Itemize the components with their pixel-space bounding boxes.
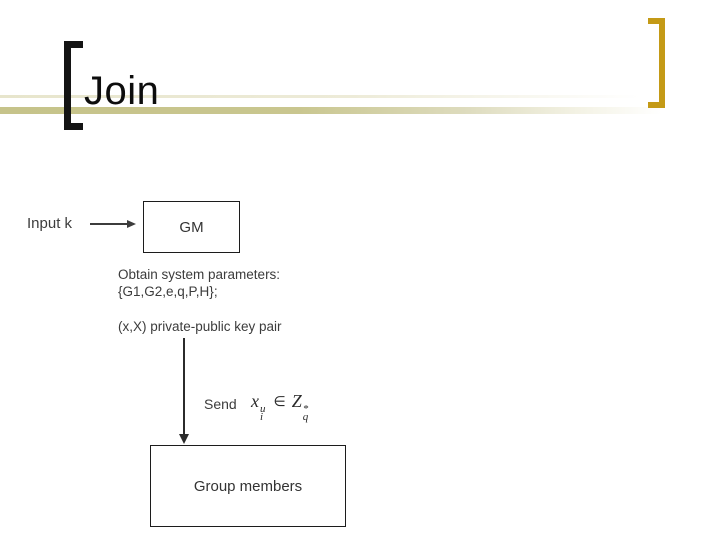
formula-variable-subscript: i — [260, 411, 264, 424]
right-arrow-icon — [127, 220, 136, 228]
formula-variable-superscript: u — [260, 402, 266, 415]
group-members-label: Group members — [193, 477, 303, 495]
group-members-box: Group members — [150, 445, 346, 527]
gm-box-label: GM — [179, 218, 204, 236]
formula-set: Z — [291, 391, 302, 411]
system-parameters-line2: {G1,G2,e,q,P,H}; — [118, 284, 218, 299]
divider-line-faint — [0, 95, 640, 98]
formula-set-scripts: *q — [302, 402, 309, 424]
send-arrow-line — [183, 338, 185, 435]
system-parameters-line1: Obtain system parameters: — [118, 267, 281, 282]
keypair-text: (x,X) private-public key pair — [118, 319, 282, 334]
element-of-symbol: ∈ — [273, 395, 286, 410]
send-label: Send — [204, 396, 237, 412]
formula-variable: x — [251, 391, 259, 411]
input-arrow-line — [90, 223, 128, 225]
input-k-label: Input k — [27, 215, 73, 232]
system-parameters-text: Obtain system parameters: {G1,G2,e,q,P,H… — [118, 266, 280, 300]
right-bracket-decoration — [648, 18, 665, 108]
formula-set-subscript: q — [302, 411, 309, 424]
down-arrow-icon — [179, 434, 189, 444]
slide-title: Join — [84, 69, 160, 113]
left-bracket-decoration — [64, 41, 83, 130]
formula-set-superscript: * — [302, 402, 309, 415]
gm-box: GM — [143, 201, 240, 253]
divider-line-khaki — [0, 107, 662, 114]
